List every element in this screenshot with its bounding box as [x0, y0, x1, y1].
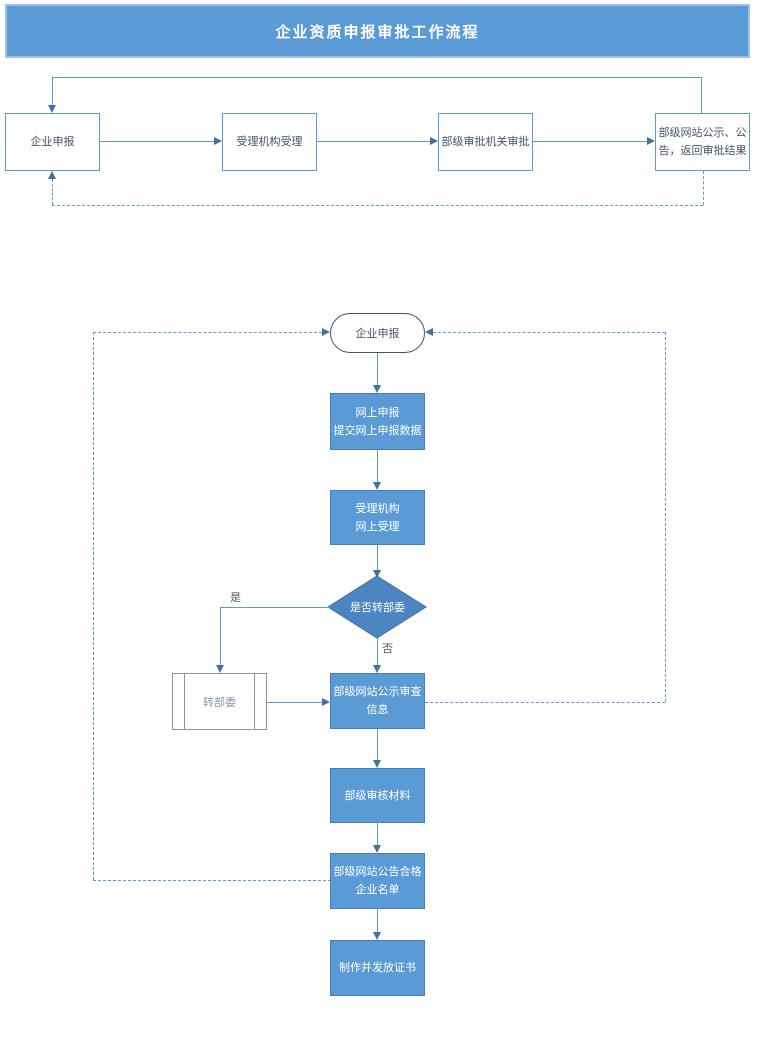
connector-subprocess-publicize	[267, 702, 323, 703]
top-step-acceptance-agency: 受理机构受理	[222, 113, 317, 171]
connector-step1-step2	[100, 141, 214, 142]
connector-step2-step3	[317, 141, 430, 142]
arrowhead	[373, 570, 381, 578]
arrowhead	[373, 482, 381, 490]
arrowhead	[425, 328, 433, 336]
connector-return-right-vertical	[665, 332, 666, 702]
no-label: 否	[382, 642, 393, 655]
process-online-declare: 网上申报 提交网上申报数据	[330, 393, 425, 450]
subprocess-label: 转部委	[203, 695, 236, 709]
arrowhead	[430, 137, 438, 145]
subprocess-left-bar	[184, 674, 185, 729]
arrowhead	[647, 137, 655, 145]
subprocess-right-bar	[254, 674, 255, 729]
connector-feedback-top-left-vertical	[52, 77, 53, 106]
top-step-enterprise-declare: 企业申报	[5, 113, 100, 171]
arrowhead	[373, 385, 381, 393]
top-step-ministry-approval: 部级审批机关审批	[438, 113, 533, 171]
connector-feedback-bottom-horizontal	[52, 205, 703, 206]
connector-review-announce	[377, 823, 378, 846]
connector-return-left-top	[93, 332, 322, 333]
top-step-publish-result: 部级网站公示、公告，返回审批结果	[655, 113, 750, 171]
connector-declare-accept	[377, 450, 378, 483]
decision-transfer-ministry: 是否转部委	[350, 600, 405, 614]
connector-decision-no	[377, 638, 378, 666]
arrowhead	[322, 698, 330, 706]
connector-feedback-bottom-left-vertical	[52, 179, 53, 205]
connector-publicize-review-materials	[377, 729, 378, 761]
arrowhead	[322, 328, 330, 336]
arrowhead	[214, 137, 222, 145]
connector-return-right-top	[433, 332, 665, 333]
title-banner: 企业资质申报审批工作流程	[5, 4, 750, 58]
yes-label: 是	[230, 591, 241, 604]
connector-announce-certificate	[377, 909, 378, 933]
arrowhead	[373, 932, 381, 940]
arrowhead	[216, 665, 224, 673]
arrowhead	[373, 845, 381, 853]
connector-decision-yes-vertical	[220, 607, 221, 665]
process-ministry-review: 部级审核材料	[330, 768, 425, 823]
connector-accept-decision	[377, 545, 378, 571]
process-online-accept: 受理机构 网上受理	[330, 490, 425, 545]
connector-return-left-vertical	[93, 332, 94, 880]
process-issue-certificate: 制作并发放证书	[330, 940, 425, 996]
arrowhead	[373, 760, 381, 768]
connector-feedback-top-right-vertical	[701, 77, 702, 113]
connector-step3-step4	[533, 141, 647, 142]
process-publicize-review: 部级网站公示审查 信息	[330, 673, 425, 729]
arrowhead	[48, 105, 56, 113]
connector-start-declare	[377, 353, 378, 386]
process-announce-qualified: 部级网站公告合格 企业名单	[330, 853, 425, 909]
subprocess-transfer-ministry: 转部委	[172, 673, 267, 730]
connector-return-right-bottom	[425, 702, 665, 703]
arrowhead	[373, 665, 381, 673]
arrowhead	[48, 171, 56, 179]
connector-feedback-bottom-right-vertical	[703, 171, 704, 205]
connector-feedback-top-horizontal	[52, 77, 702, 78]
connector-decision-yes-horizontal	[220, 607, 330, 608]
start-terminator: 企业申报	[330, 313, 425, 353]
connector-return-left-bottom	[93, 880, 331, 881]
